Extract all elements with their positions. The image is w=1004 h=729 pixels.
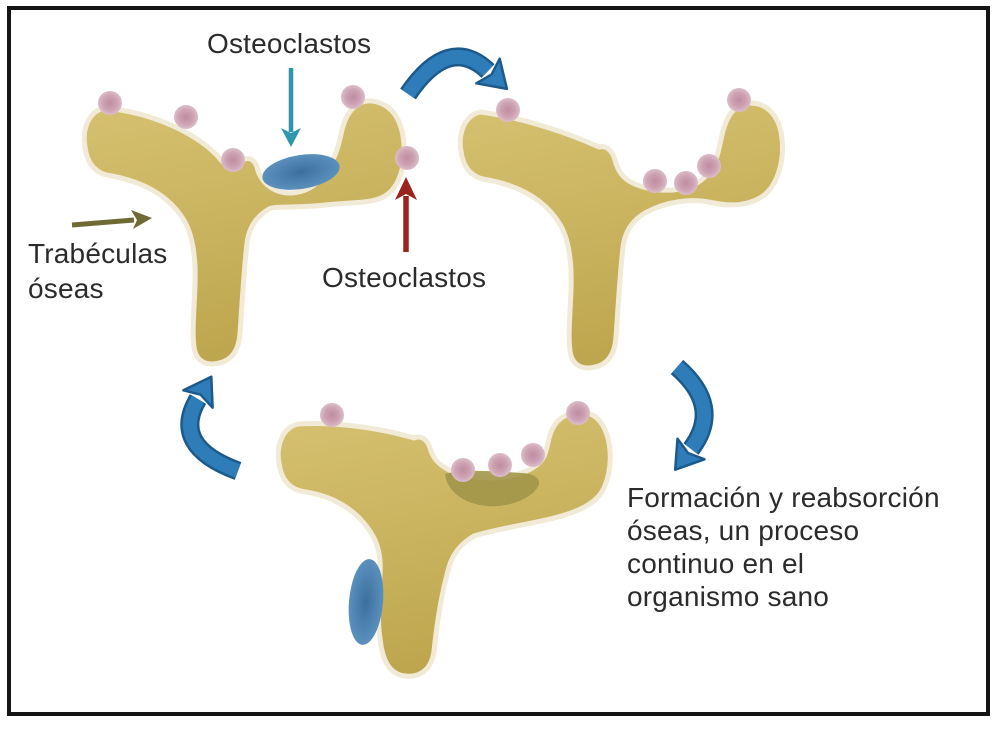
bone-cell xyxy=(643,169,667,193)
bone-cell xyxy=(488,453,512,477)
bone-cell xyxy=(320,403,344,427)
bone-cell xyxy=(451,458,475,482)
label-osteoclasts-top: Osteoclastos xyxy=(207,28,372,59)
caption-line1: Formación y reabsorción xyxy=(627,482,940,513)
label-trabeculae: Trabéculas óseas xyxy=(28,236,167,306)
bone-cell xyxy=(521,443,545,467)
bone-shape xyxy=(81,98,407,367)
label-trabeculae-line1: Trabéculas xyxy=(28,238,168,269)
osteoclast-blob-icon xyxy=(348,559,384,645)
bone-cell xyxy=(174,105,198,129)
bone-top-right xyxy=(457,88,785,371)
cycle-arrow-right-icon xyxy=(670,359,714,471)
osteoclast-blob-icon xyxy=(262,154,340,190)
bone-cell xyxy=(98,91,122,115)
label-osteoclasts-bottom: Osteoclastos xyxy=(322,262,487,293)
bone-cell xyxy=(674,171,698,195)
bone-cell xyxy=(341,85,365,109)
caption-line3: continuo en el xyxy=(627,548,805,579)
bone-shape xyxy=(457,100,785,371)
caption-text: Formación y reabsorción óseas, un proces… xyxy=(627,481,940,613)
caption-line2: óseas, un proceso xyxy=(627,515,860,546)
osteoblast-pointer-arrow-icon xyxy=(395,177,417,252)
bone-top-left xyxy=(81,85,419,367)
bone-cell xyxy=(697,154,721,178)
bone-cell xyxy=(496,98,520,122)
caption-line4: organismo sano xyxy=(627,581,830,612)
bone-cell xyxy=(566,401,590,425)
bone-bottom xyxy=(275,401,613,679)
bone-shape xyxy=(275,409,613,679)
figure-border xyxy=(7,6,990,716)
osteoclast-pointer-arrow-icon xyxy=(281,68,301,147)
bone-cell xyxy=(221,148,245,172)
cycle-arrow-left-icon xyxy=(180,375,242,480)
bone-cell xyxy=(395,146,419,170)
bone-cell xyxy=(727,88,751,112)
cycle-arrow-top-icon xyxy=(400,47,509,100)
trabecula-pointer-arrow-icon xyxy=(71,210,152,229)
label-trabeculae-line2: óseas xyxy=(28,273,104,304)
